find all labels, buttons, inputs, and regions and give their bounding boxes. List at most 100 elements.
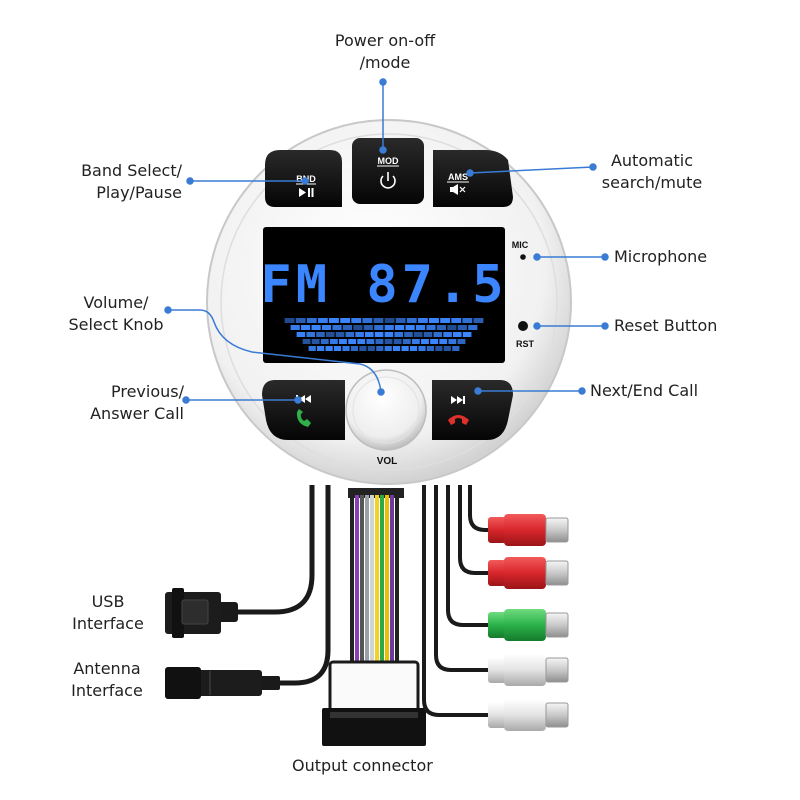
spectrum-cell	[290, 325, 300, 330]
band-label: Band Select/ Play/Pause	[81, 161, 182, 202]
spectrum-cell	[411, 339, 420, 344]
spectrum-cell	[342, 346, 350, 351]
spectrum-cell	[468, 325, 478, 330]
spectrum-cell	[433, 332, 443, 337]
spectrum-cell	[393, 339, 402, 344]
previous-label: Previous/ Answer Call	[90, 382, 184, 423]
spectrum-cell	[345, 332, 355, 337]
spectrum-cell	[296, 332, 306, 337]
spectrum-cell	[451, 318, 462, 323]
spectrum-cell	[321, 325, 332, 330]
spectrum-cell	[311, 339, 320, 344]
spectrum-cell	[457, 325, 467, 330]
spectrum-cell	[320, 339, 329, 344]
spectrum-cell	[308, 346, 316, 351]
spectrum-cell	[436, 325, 446, 330]
mic-mark: MIC	[512, 240, 529, 250]
spectrum-cell	[384, 325, 394, 330]
volume-label: Volume/ Select Knob	[68, 293, 164, 334]
spectrum-cell	[306, 318, 317, 323]
spectrum-cell	[376, 346, 384, 351]
spectrum-cell	[374, 332, 384, 337]
mod-label: MOD	[378, 156, 399, 166]
spectrum-cell	[311, 325, 321, 330]
spectrum-cell	[375, 339, 384, 344]
spectrum-cell	[362, 318, 373, 323]
rca-plug-white-2	[488, 699, 569, 731]
spectrum-cell	[340, 318, 351, 323]
spectrum-cell	[447, 325, 457, 330]
vol-mark: VOL	[377, 456, 398, 467]
reset-hole[interactable]	[518, 321, 528, 331]
ams-label: AMS	[448, 172, 468, 182]
next-label: Next/End Call	[590, 381, 699, 400]
spectrum-cell	[325, 346, 333, 351]
spectrum-cell	[413, 332, 423, 337]
spectrum-cell	[332, 325, 342, 330]
wire-bundle	[348, 488, 404, 665]
spectrum-cell	[394, 332, 403, 337]
output-connector	[322, 660, 426, 746]
output-label: Output connector	[292, 756, 433, 775]
spectrum-cell	[350, 346, 358, 351]
spectrum-cell	[302, 339, 311, 344]
spectrum-cell	[329, 339, 338, 344]
spectrum-cell	[401, 346, 409, 351]
spectrum-cell	[435, 346, 443, 351]
spectrum-cell	[421, 339, 429, 344]
spectrum-cell	[406, 318, 417, 323]
spectrum-cell	[339, 339, 347, 344]
spectrum-cell	[426, 346, 434, 351]
auto-label: Automatic search/mute	[601, 151, 703, 192]
spectrum-cell	[333, 346, 342, 351]
spectrum-cell	[357, 339, 366, 344]
rca-cables	[422, 485, 492, 717]
rca-plug-green	[488, 609, 569, 641]
usb-connector	[165, 588, 238, 638]
spectrum-cell	[423, 332, 433, 337]
antenna-connector	[165, 667, 280, 699]
ams-button[interactable]	[433, 150, 513, 207]
next-track-icon	[451, 396, 465, 404]
spectrum-cell	[429, 318, 439, 323]
usb-cable	[235, 485, 315, 615]
volume-knob[interactable]	[345, 369, 427, 451]
spectrum-cell	[353, 325, 363, 330]
mic-label: Microphone	[614, 247, 708, 266]
power-icon	[380, 172, 396, 189]
spectrum-cell	[351, 318, 362, 323]
spectrum-cell	[462, 332, 472, 337]
previous-button[interactable]	[262, 380, 345, 440]
spectrum-graphic	[284, 318, 484, 351]
antenna-cable	[265, 485, 331, 686]
spectrum-cell	[325, 332, 335, 337]
spectrum-cell	[348, 339, 357, 344]
lcd-readout: FM 87.5	[260, 255, 507, 315]
spectrum-cell	[415, 325, 426, 330]
spectrum-cell	[439, 339, 448, 344]
reset-label: Reset Button	[614, 316, 718, 335]
spectrum-cell	[374, 325, 384, 330]
callout-lines	[164, 78, 609, 404]
spectrum-cell	[402, 339, 411, 344]
spectrum-cell	[418, 346, 426, 351]
next-button[interactable]	[432, 380, 513, 440]
mod-button[interactable]	[352, 138, 424, 204]
spectrum-cell	[393, 346, 401, 351]
spectrum-cell	[453, 332, 462, 337]
spectrum-cell	[426, 325, 436, 330]
spectrum-cell	[417, 318, 428, 323]
spectrum-cell	[473, 318, 484, 323]
spectrum-cell	[301, 325, 311, 330]
phone-answer-icon	[296, 409, 311, 427]
spectrum-cell	[384, 318, 395, 323]
spectrum-cell	[359, 346, 367, 351]
spectrum-cell	[295, 318, 306, 323]
spectrum-cell	[317, 318, 328, 323]
spectrum-cell	[409, 346, 418, 351]
spectrum-cell	[317, 346, 325, 351]
spectrum-cell	[373, 318, 384, 323]
spectrum-cell	[335, 332, 345, 337]
